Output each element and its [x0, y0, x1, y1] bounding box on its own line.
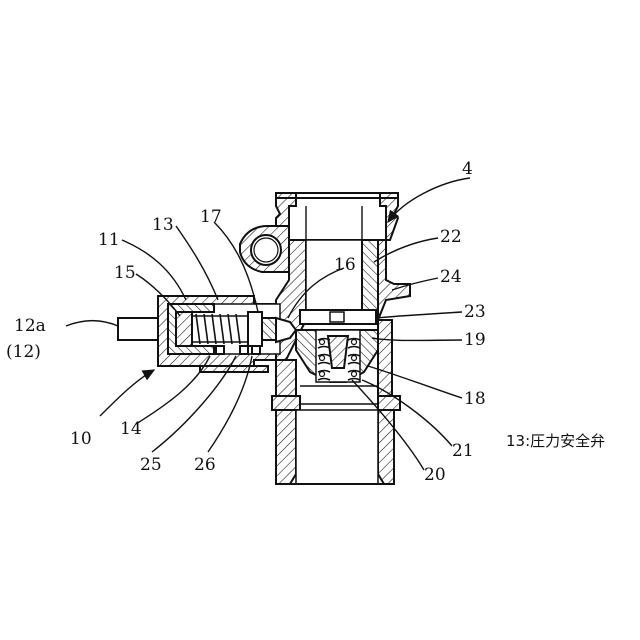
label-17: 17	[200, 207, 222, 227]
label-20: 20	[424, 465, 446, 485]
label-26: 26	[194, 455, 216, 475]
label-18: 18	[464, 389, 486, 409]
label-15: 15	[114, 263, 136, 283]
label-22: 22	[440, 227, 462, 247]
label-14: 14	[120, 419, 142, 439]
label-23: 23	[464, 302, 486, 322]
label-12: (12)	[6, 342, 41, 362]
label-19: 19	[464, 330, 486, 350]
label-4: 4	[462, 159, 473, 179]
label-24: 24	[440, 267, 462, 287]
mount-boss	[240, 226, 289, 272]
figure-caption: 13:圧力安全弁	[506, 432, 605, 450]
label-11: 11	[98, 230, 120, 250]
label-12a: 12a	[14, 316, 46, 336]
label-10: 10	[70, 429, 92, 449]
label-25: 25	[140, 455, 162, 475]
valve-body	[272, 193, 410, 484]
label-13: 13	[152, 215, 174, 235]
label-16: 16	[334, 255, 356, 275]
label-21: 21	[452, 441, 474, 461]
